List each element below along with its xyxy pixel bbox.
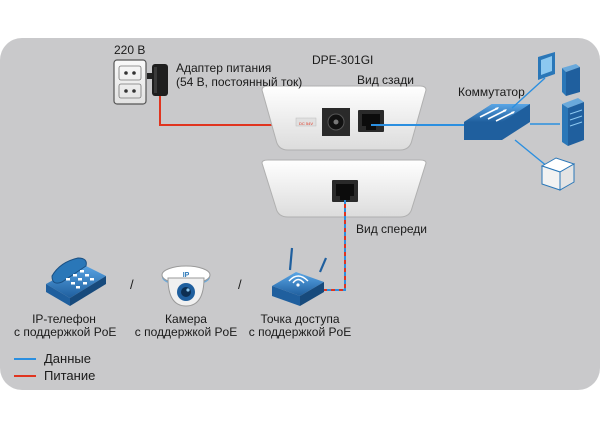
phone-label-line1: IP-телефон xyxy=(32,312,96,326)
ap-label: Точка доступа с поддержкой PoE xyxy=(246,313,354,339)
ap-label-line2: с поддержкой PoE xyxy=(248,325,352,339)
camera-label-line2: с поддержкой PoE xyxy=(134,325,238,339)
adapter-label-line2: (54 В, постоянный ток) xyxy=(176,75,303,89)
legend-data: Данные xyxy=(14,352,91,366)
power-line xyxy=(159,96,300,126)
legend-power: Питание xyxy=(14,369,95,383)
injector-front xyxy=(261,159,427,218)
switch-icon xyxy=(464,104,530,140)
server-icon xyxy=(562,98,584,146)
legend-power-label: Питание xyxy=(44,368,96,383)
camera-badge: IP xyxy=(183,272,190,279)
access-point-icon xyxy=(272,247,328,306)
separator-2: / xyxy=(238,277,242,292)
legend-data-swatch xyxy=(14,358,36,360)
power-outlet-icon xyxy=(113,59,147,105)
poe-line xyxy=(322,200,346,291)
phone-label-line2: с поддержкой PoE xyxy=(14,325,117,339)
switch-connections xyxy=(511,77,560,168)
front-view-label: Вид спереди xyxy=(356,222,428,236)
injector-rear: DC 54V xyxy=(261,85,427,151)
ip-camera-icon: IP xyxy=(161,265,211,307)
switch-label: Коммутатор xyxy=(458,85,525,99)
injector-tag: DC 54V xyxy=(299,121,313,126)
ap-label-line1: Точка доступа xyxy=(260,312,340,326)
voltage-label: 220 В xyxy=(114,43,146,57)
model-label: DPE-301GI xyxy=(312,53,374,67)
adapter-label-line1: Адаптер питания xyxy=(176,61,272,75)
separator-1: / xyxy=(130,277,134,292)
camera-label-line1: Камера xyxy=(165,312,207,326)
phone-label: IP-телефон с поддержкой PoE xyxy=(14,312,117,339)
camera-label: Камера с поддержкой PoE xyxy=(134,313,238,339)
legend-data-label: Данные xyxy=(44,351,91,366)
power-adapter-icon xyxy=(147,64,168,96)
rear-view-label: Вид сзади xyxy=(357,73,414,87)
box-device-icon xyxy=(540,157,576,191)
legend-power-swatch xyxy=(14,375,36,377)
computer-icon xyxy=(538,52,580,96)
ip-phone-icon xyxy=(46,257,106,306)
